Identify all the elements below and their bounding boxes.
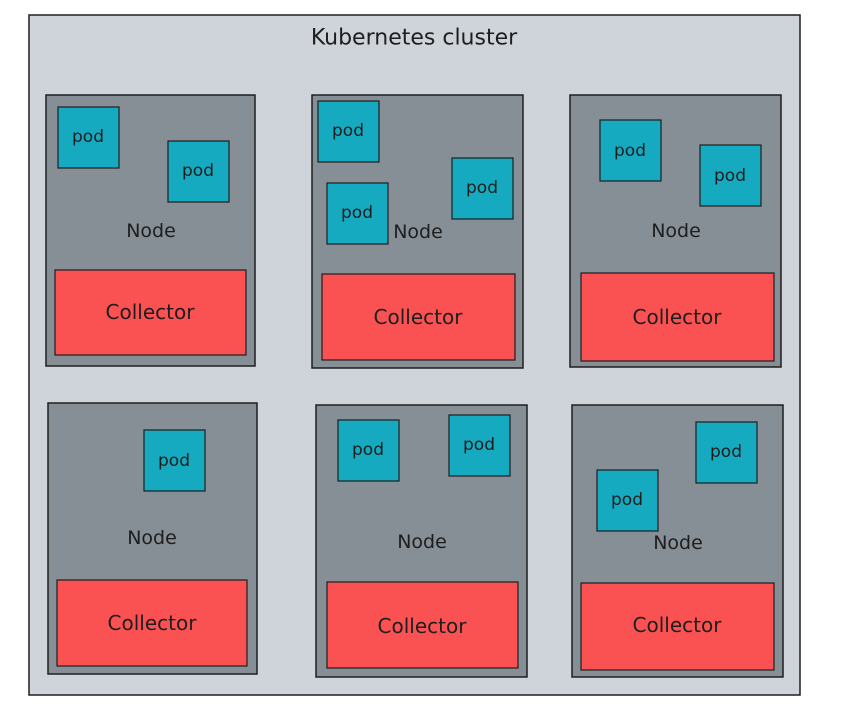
collector-box bbox=[580, 272, 775, 362]
pod-box bbox=[695, 421, 758, 484]
collector-box bbox=[56, 579, 248, 667]
pod-box bbox=[143, 429, 206, 492]
pod-box bbox=[317, 100, 380, 163]
collector-box bbox=[321, 273, 516, 361]
collector-box bbox=[580, 582, 775, 671]
pod-box bbox=[599, 119, 662, 182]
pod-box bbox=[57, 106, 120, 169]
collector-box bbox=[54, 269, 247, 356]
pod-box bbox=[451, 157, 514, 220]
pod-box bbox=[326, 182, 389, 245]
collector-box bbox=[326, 581, 519, 669]
pod-box bbox=[337, 419, 400, 482]
pod-box bbox=[699, 144, 762, 207]
pod-box bbox=[448, 414, 511, 477]
pod-box bbox=[167, 140, 230, 203]
pod-box bbox=[596, 469, 659, 532]
